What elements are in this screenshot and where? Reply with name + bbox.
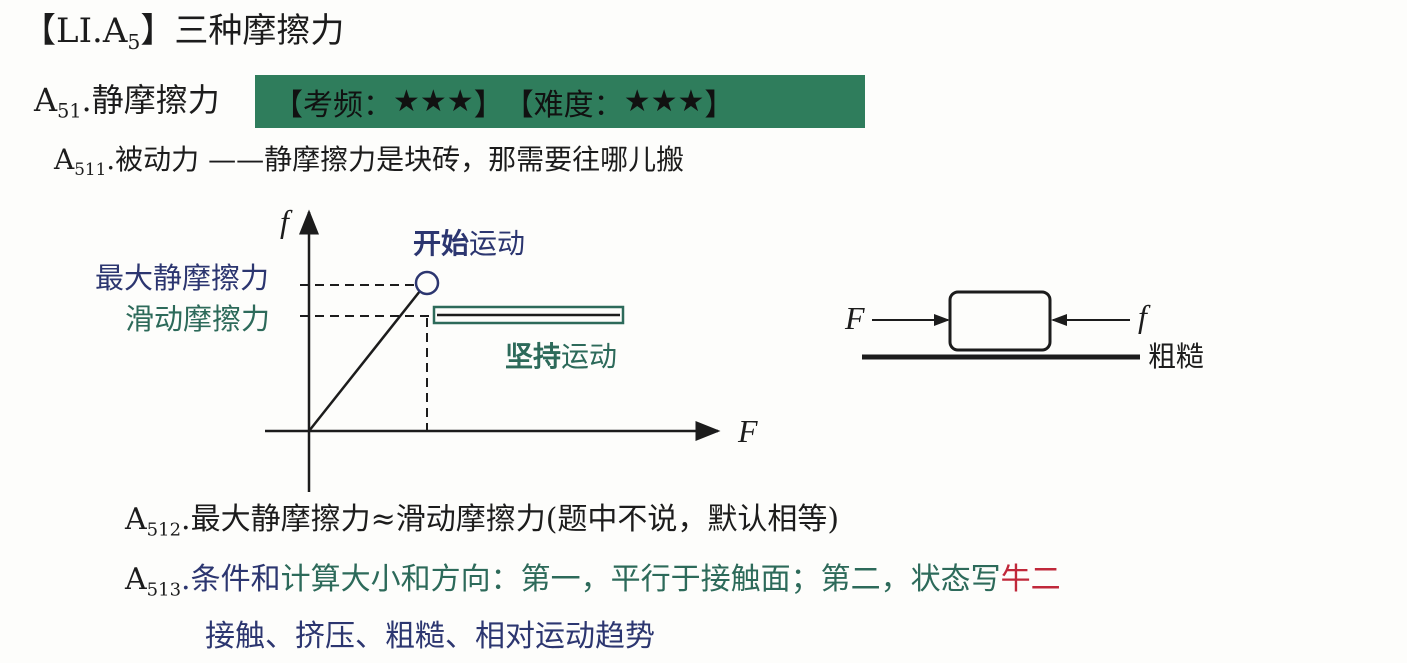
page-title: 【LI.A5】三种摩擦力 <box>22 14 344 53</box>
keep-bold: 坚持 <box>505 340 562 373</box>
applied-force-label: F <box>845 300 865 336</box>
item-text: .最大静摩擦力≈滑动摩擦力(题中不说，默认相等) <box>181 502 840 537</box>
start-rest: 运动 <box>469 227 526 260</box>
item-label: A <box>54 143 75 176</box>
freq-label: 【考频： <box>273 87 393 123</box>
item-label: A <box>125 502 147 537</box>
item-513: A513.条件和计算大小和方向：第一，平行于接触面；第二，状态写牛二 <box>125 565 1061 599</box>
newton-second-text: 牛二 <box>1000 562 1061 597</box>
diff-close: 】 <box>704 87 735 123</box>
max-static-label: 最大静摩擦力 <box>95 261 270 295</box>
static-friction-line <box>308 290 421 432</box>
section-heading: A51.静摩擦力 <box>34 84 220 121</box>
item-label: A <box>125 562 147 597</box>
title-suffix: 】三种摩擦力 <box>140 11 345 51</box>
item-sub: 512 <box>146 519 182 541</box>
title-prefix: 【LI.A <box>22 11 128 51</box>
item-511: A511.被动力 ——静摩擦力是块砖，那需要往哪儿搬 <box>54 146 684 178</box>
section-label: A <box>34 81 58 119</box>
freq-stars: ★★★ <box>393 84 474 119</box>
calculation-text: 计算大小和方向：第一，平行于接触面；第二，状态写 <box>280 562 1001 597</box>
keep-rest: 运动 <box>561 340 618 373</box>
friction-label: f <box>1138 298 1147 334</box>
conditions-list: 接触、挤压、粗糙、相对运动趋势 <box>205 619 655 654</box>
title-sub: 5 <box>127 30 141 55</box>
friction-graph <box>265 209 721 492</box>
conditions-text: .条件和 <box>181 562 281 597</box>
section-sub: 51 <box>57 99 82 123</box>
diff-label: 【难度： <box>503 87 624 123</box>
x-axis-label: F <box>738 413 758 449</box>
diff-stars: ★★★ <box>623 84 705 119</box>
item-sub: 511 <box>74 158 107 179</box>
block <box>948 290 1052 352</box>
y-axis-label: f <box>280 203 289 239</box>
sliding-friction-bar <box>432 305 625 325</box>
item-sub: 513 <box>146 579 182 601</box>
sliding-label: 滑动摩擦力 <box>125 302 271 336</box>
rating-badge: 【考频： ★★★ 】 【难度： ★★★ 】 <box>255 75 865 128</box>
surface-label: 粗糙 <box>1148 340 1205 373</box>
section-text: .静摩擦力 <box>81 81 220 119</box>
item-text: .被动力 ——静摩擦力是块砖，那需要往哪儿搬 <box>106 143 685 176</box>
start-motion-label: 开始运动 <box>413 230 525 258</box>
freq-close: 】 <box>473 87 504 123</box>
block-diagram <box>862 290 1140 360</box>
max-point-circle <box>414 270 440 296</box>
start-bold: 开始 <box>413 227 470 260</box>
item-512: A512.最大静摩擦力≈滑动摩擦力(题中不说，默认相等) <box>125 505 839 539</box>
keep-motion-label: 坚持运动 <box>505 343 617 371</box>
